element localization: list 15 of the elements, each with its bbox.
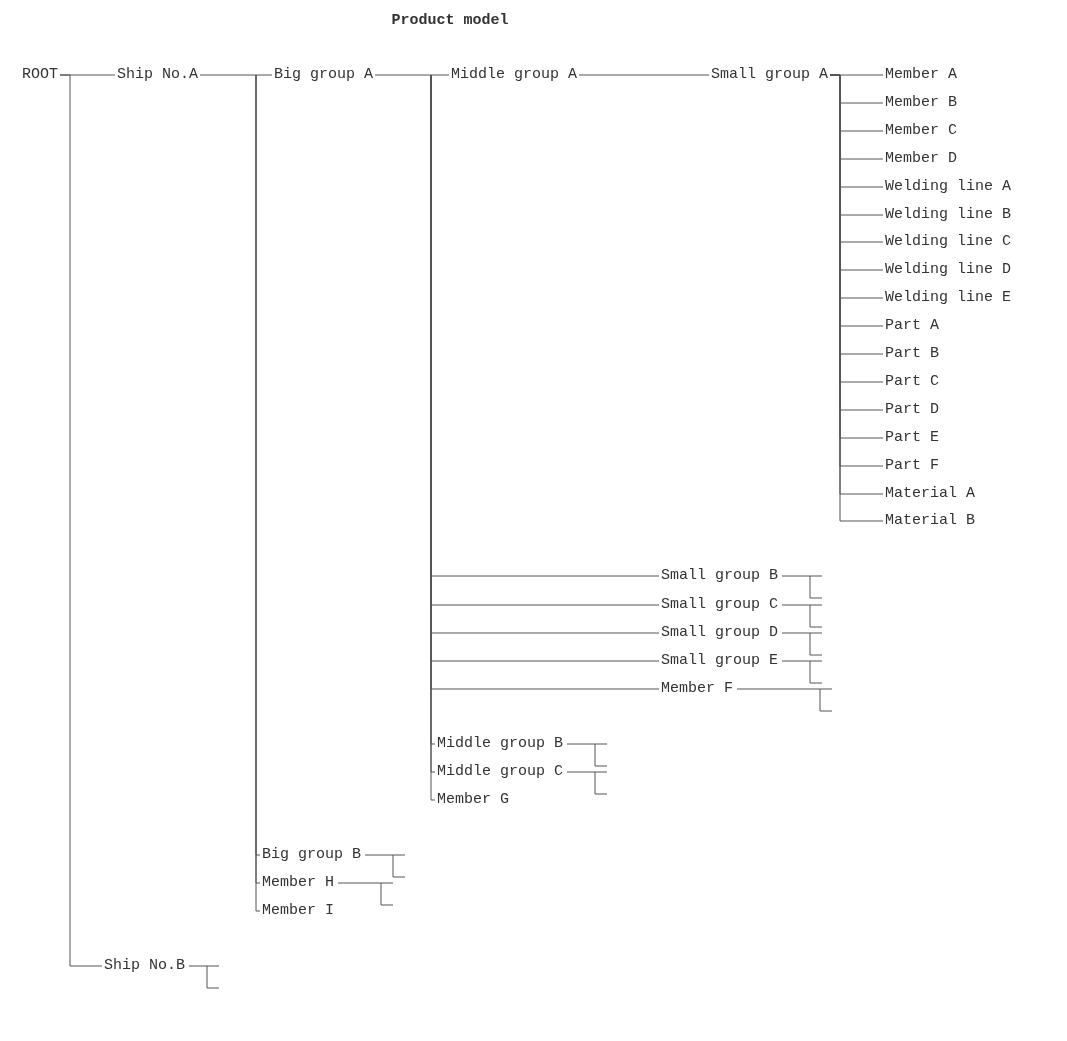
tree-connector	[59, 74, 103, 967]
tree-connector	[364, 854, 406, 878]
tree-connector	[781, 604, 823, 628]
tree-connector	[374, 74, 450, 76]
tree-connector	[781, 632, 823, 656]
tree-connector	[566, 743, 608, 767]
tree-connector	[566, 771, 608, 795]
tree-connector	[337, 882, 394, 906]
tree-connector	[188, 965, 220, 989]
tree-connector	[736, 688, 833, 712]
tree-connector	[781, 575, 823, 599]
tree-connector	[578, 74, 710, 76]
diagram-title: Product model	[390, 12, 510, 29]
tree-connector	[199, 74, 273, 76]
tree-connector	[781, 660, 823, 684]
